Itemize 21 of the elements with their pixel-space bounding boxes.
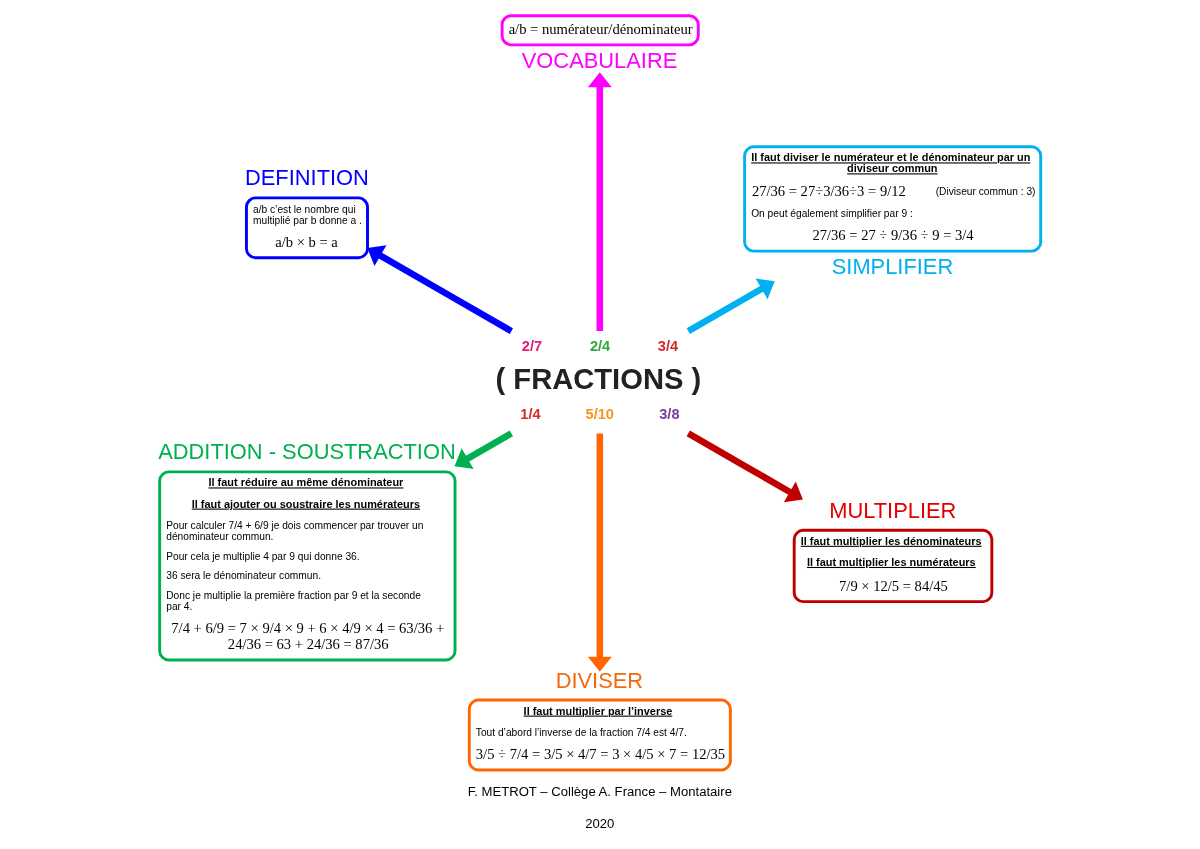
- node-label: 2/7: [521, 337, 543, 354]
- node-label: 3/8: [659, 406, 680, 423]
- arrow: [587, 72, 612, 332]
- node-label: 1/4: [520, 406, 541, 423]
- label: F. METROT – Collège A. France – Montataire: [467, 784, 732, 800]
- node-label: DIVISER: [555, 667, 644, 693]
- arrow: [686, 430, 803, 503]
- node-label: DEFINITION: [244, 165, 369, 191]
- node-label: 5/10: [585, 406, 614, 423]
- arrow: [686, 278, 775, 335]
- arrow: [454, 430, 513, 469]
- node-label: 3/4: [657, 337, 679, 354]
- node-label: ADDITION - SOUSTRACTION: [158, 439, 456, 465]
- arrow: [587, 433, 612, 672]
- node-label: MULTIPLIER: [829, 497, 957, 523]
- node-label: VOCABULAIRE: [521, 48, 678, 74]
- node-label: 2/4: [589, 337, 611, 354]
- label: 2020: [585, 816, 615, 832]
- arrow: [367, 245, 513, 335]
- node-label: SIMPLIFIER: [831, 254, 954, 280]
- node-text: ( FRACTIONS ): [495, 362, 702, 395]
